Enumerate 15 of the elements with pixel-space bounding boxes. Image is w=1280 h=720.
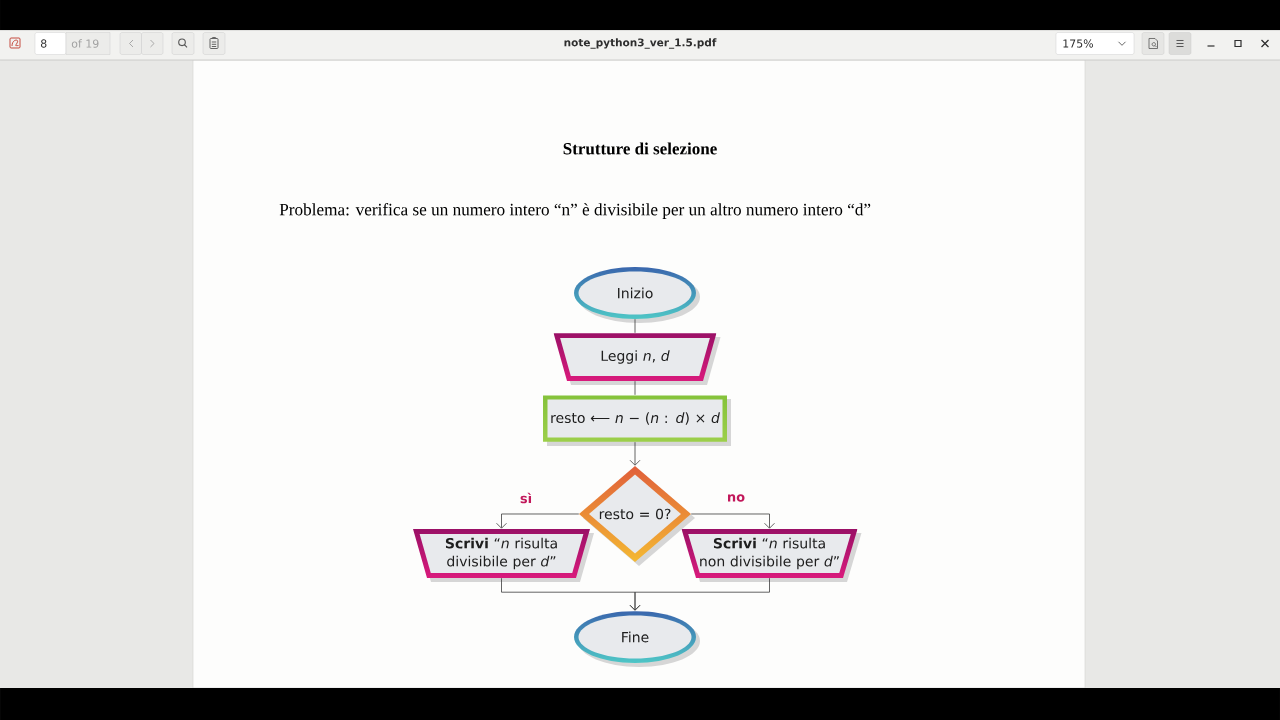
page-number-field: 8 xyxy=(34,32,67,55)
io-trapezoid: Leggi n, d xyxy=(553,333,721,385)
connector-arrow xyxy=(690,513,775,529)
connector-arrow xyxy=(629,577,770,611)
problem-statement: Problema: verifica se un numero intero “n” è divisibile per un altro numero intero “d” xyxy=(279,203,871,219)
connector-arrow xyxy=(496,513,580,529)
edge-label: no xyxy=(725,493,747,503)
zoom-dropdown: 175% xyxy=(1055,32,1135,55)
io-trapezoid: Scrivi “n risulta non divisibile per d” xyxy=(681,529,862,582)
page-count: of 19 xyxy=(65,32,111,55)
document-title: note_python3_ver_1.5.pdf xyxy=(564,38,717,49)
connector-arrow xyxy=(629,441,641,466)
process-box: resto ⟵ n − (n : d) × d xyxy=(543,395,731,446)
heading: Strutture di selezione xyxy=(563,142,717,155)
io-trapezoid: Scrivi “n risulta divisibile per d” xyxy=(413,529,594,582)
